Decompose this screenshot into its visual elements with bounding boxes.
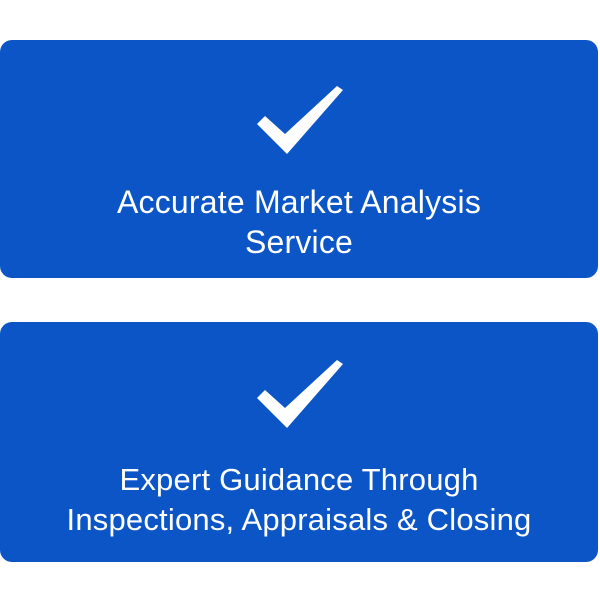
card-title: Expert Guidance Through Inspections, App… [66, 462, 532, 537]
card-title: Accurate Market Analysis Service [116, 184, 482, 260]
checkmark-icon [257, 360, 343, 428]
feature-card-expert-guidance: Expert Guidance Through Inspections, App… [0, 322, 598, 562]
feature-card-market-analysis: Accurate Market Analysis Service [0, 40, 598, 278]
checkmark-icon [257, 86, 343, 154]
